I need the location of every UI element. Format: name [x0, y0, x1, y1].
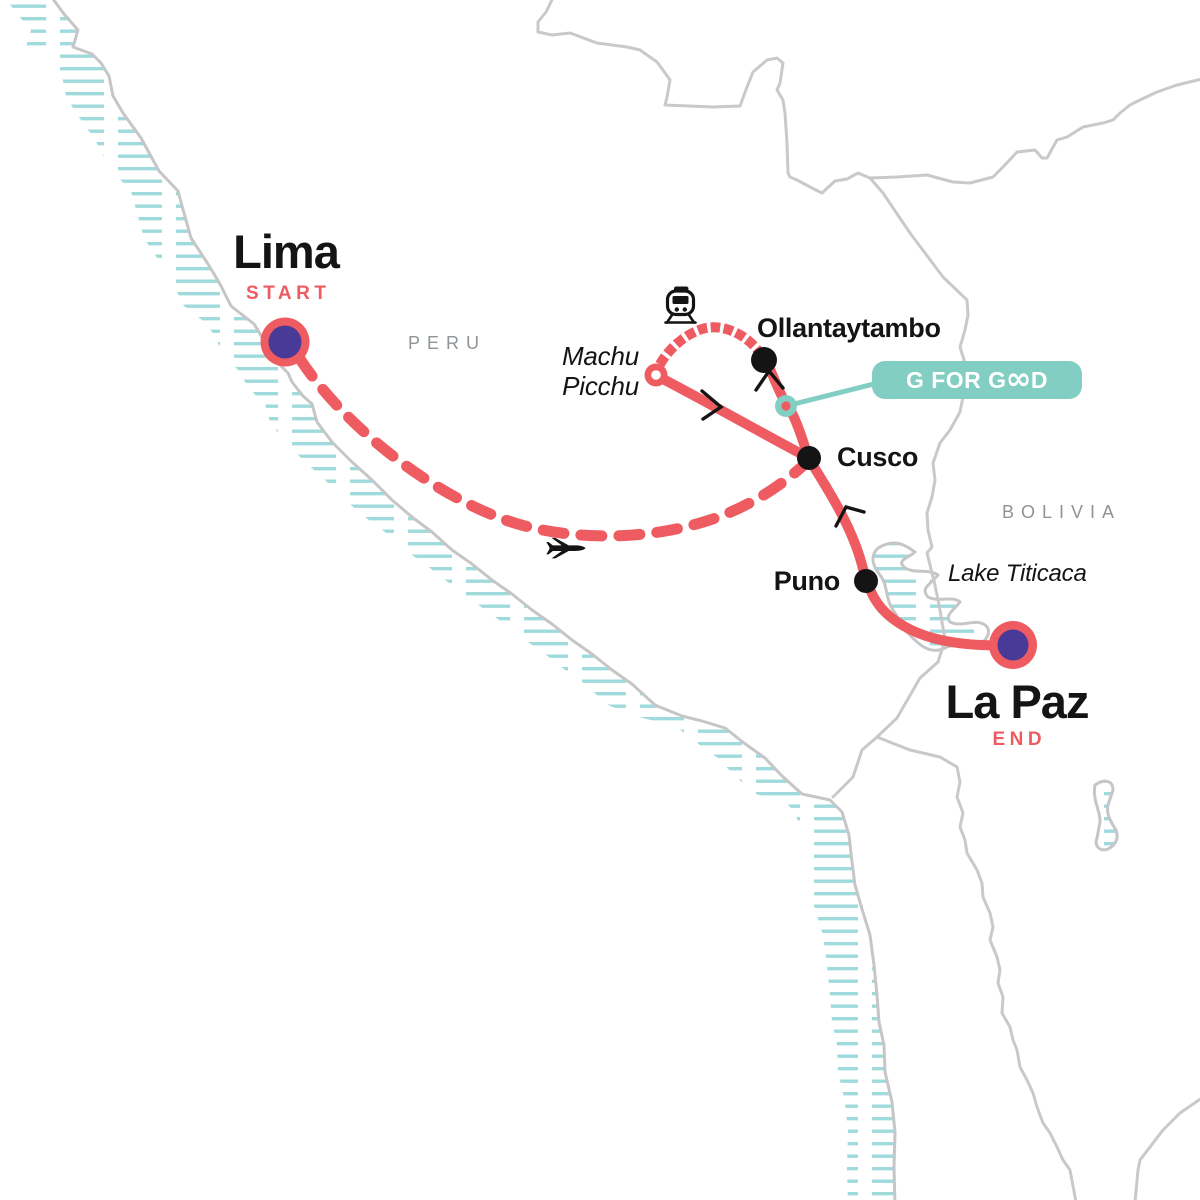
label-la-paz-end: END	[992, 729, 1047, 750]
marker-ollantaytambo	[751, 347, 777, 373]
label-puno: Puno	[773, 566, 841, 596]
route-mp-cusco-path	[654, 372, 812, 462]
chevron-to-cusco	[700, 389, 724, 421]
label-country-bolivia: BOLIVIA	[1002, 502, 1122, 522]
coastline-path	[51, 0, 897, 1200]
marker-cusco	[797, 446, 821, 470]
infinity-icon: ∞	[1005, 361, 1032, 397]
border-corner-path	[1133, 1097, 1200, 1200]
label-cusco: Cusco	[837, 442, 919, 472]
ocean-hatch-band	[6, 0, 895, 1200]
marker-lima	[260, 317, 310, 367]
border-south-path	[875, 735, 1078, 1200]
marker-g-for-good	[775, 395, 797, 417]
plane-icon	[546, 537, 586, 559]
badge-connector-line	[785, 378, 887, 409]
label-ollantaytambo: Ollantaytambo	[757, 313, 941, 343]
train-icon	[664, 286, 697, 324]
border-north-path	[536, 0, 1200, 195]
route-railway-path	[654, 322, 769, 369]
label-lima-start: START	[246, 283, 331, 304]
route-flight-path	[294, 353, 812, 542]
small-lake-shape	[1092, 779, 1119, 852]
marker-la-paz	[989, 621, 1037, 669]
badge-text-after: D	[1030, 366, 1049, 393]
marker-machu-picchu	[644, 363, 668, 387]
chevron-cusco-puno	[834, 504, 866, 528]
label-lake-titicaca: Lake Titicaca	[948, 560, 1087, 587]
g-for-good-badge: G FOR G∞D	[872, 361, 1082, 399]
label-lima: Lima	[233, 225, 340, 278]
route-cusco-lapaz-path	[804, 454, 1017, 651]
marker-puno	[854, 569, 878, 593]
badge-text-before: G FOR G	[905, 366, 1007, 393]
label-country-peru: PERU	[408, 333, 487, 353]
border-peru-bolivia-path	[831, 176, 970, 799]
label-la-paz: La Paz	[945, 675, 1090, 728]
label-machu-picchu: Machu Picchu	[561, 341, 639, 402]
